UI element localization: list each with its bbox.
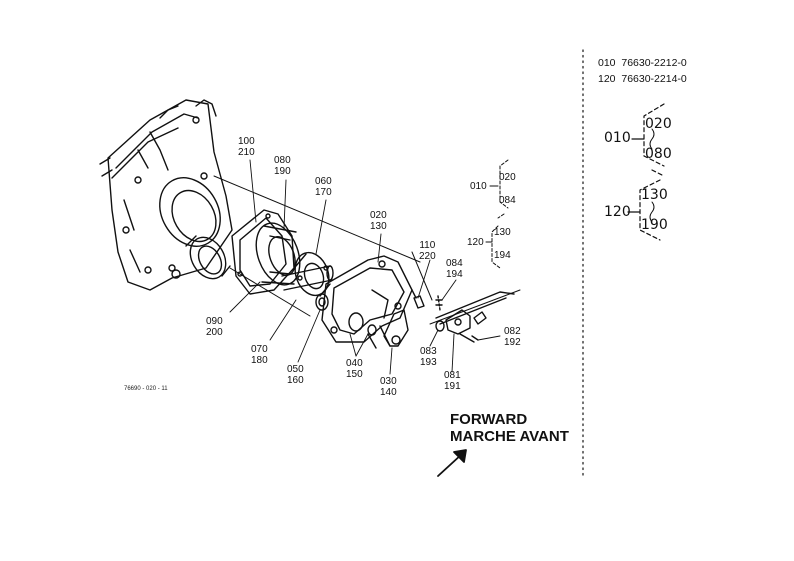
direction-label-en: FORWARD	[450, 411, 528, 428]
small-group-1-top: 020	[499, 172, 516, 183]
part-number-line-1: 010 76630-2212-0	[598, 57, 687, 69]
small-bearing	[315, 293, 329, 311]
large-group-2-head: 120	[604, 204, 631, 220]
callout-040-150: 040 150	[346, 358, 363, 380]
large-group-2-top: 130	[641, 187, 668, 203]
small-group-1-head: 010	[470, 181, 487, 192]
callout-082-192: 082 192	[504, 326, 521, 348]
pins	[367, 324, 377, 349]
bolt	[411, 289, 425, 309]
small-group-1-bottom: 084	[499, 195, 516, 206]
callout-050-160: 050 160	[287, 364, 304, 386]
callout-100-210: 100 210	[238, 136, 255, 158]
small-group-brackets	[491, 159, 509, 269]
callout-080-190: 080 190	[274, 155, 291, 177]
callout-083-193: 083 193	[420, 346, 437, 368]
forward-arrow-icon	[437, 449, 467, 477]
shaft	[281, 265, 334, 291]
large-group-1-bottom: 080	[645, 146, 672, 162]
callout-070-180: 070 180	[251, 344, 268, 366]
leader-lines	[229, 159, 501, 375]
callout-084-194: 084 194	[446, 258, 463, 280]
shift-lever	[379, 309, 409, 347]
part-number-line-2: 120 76630-2214-0	[598, 73, 687, 85]
linkage-rod	[435, 291, 515, 343]
ball-bearing	[294, 251, 331, 297]
callout-090-200: 090 200	[206, 316, 223, 338]
callout-020-130: 020 130	[370, 210, 387, 232]
cover-plate	[321, 255, 413, 343]
large-group-1-head: 010	[604, 130, 631, 146]
figure-code: 76690 - 020 - 11	[124, 386, 168, 392]
gear-case-housing	[99, 99, 233, 291]
callout-081-191: 081 191	[444, 370, 461, 392]
callout-030-140: 030 140	[380, 376, 397, 398]
large-group-brackets	[639, 103, 665, 241]
small-group-2-top: 130	[494, 227, 511, 238]
large-group-2-bottom: 190	[641, 217, 668, 233]
callout-110-220: 110 220	[419, 240, 436, 262]
large-group-1-top: 020	[645, 116, 672, 132]
callout-060-170: 060 170	[315, 176, 332, 198]
small-group-2-head: 120	[467, 237, 484, 248]
small-group-2-bottom: 194	[494, 250, 511, 261]
direction-label-fr: MARCHE AVANT	[450, 428, 569, 445]
